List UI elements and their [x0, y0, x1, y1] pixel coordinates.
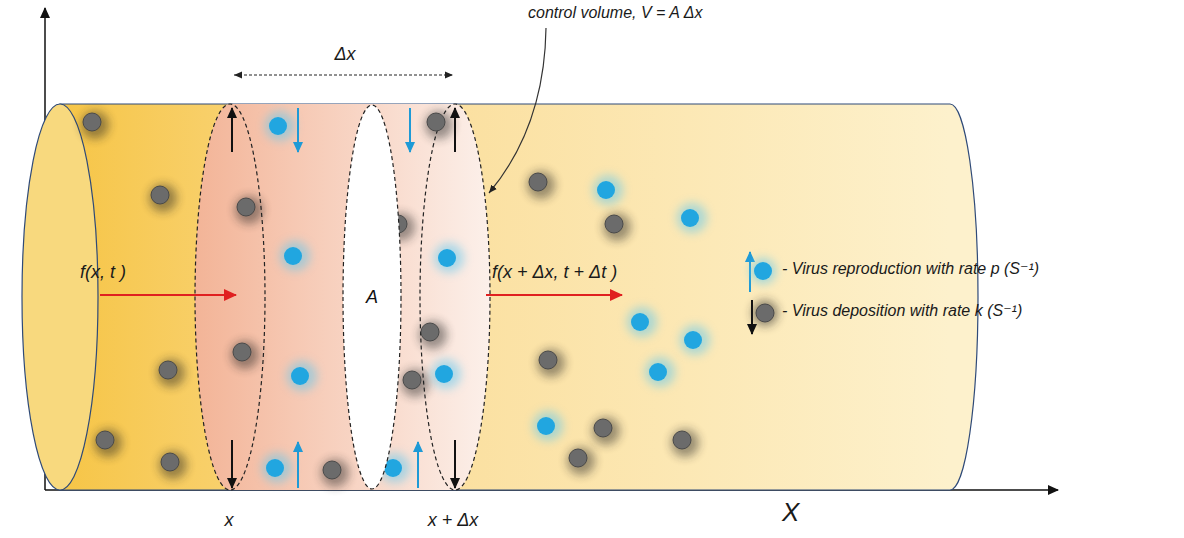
- flux-label: f(x + Δx, t + Δt ): [492, 262, 617, 283]
- legend-text: - Virus reproduction with rate p (S⁻¹): [782, 260, 1039, 277]
- flux-label: f(x, t ): [80, 262, 126, 283]
- area-label: A: [366, 287, 378, 308]
- leader-line: [489, 28, 546, 193]
- axis-title: X: [782, 498, 799, 528]
- axis-tick-label: x + Δx: [428, 510, 479, 531]
- dimension-label: Δx: [334, 44, 355, 65]
- flux-arrow: [486, 294, 622, 296]
- axis-tick-label: x: [225, 510, 234, 531]
- cross-section-ellipse: A: [342, 104, 402, 490]
- control-volume: [195, 104, 490, 490]
- flux-arrow: [100, 294, 236, 296]
- legend-entry: - Virus reproduction with rate p (S⁻¹): [782, 260, 1039, 278]
- tube-end: [22, 104, 98, 490]
- callout-label: control volume, V = A Δx: [528, 4, 703, 22]
- legend-entry: - Virus deposition with rate k (S⁻¹): [782, 302, 1022, 320]
- dimension-line: [234, 75, 453, 76]
- tube-body: [60, 104, 978, 490]
- legend-symbols: [750, 252, 778, 334]
- legend-text: - Virus deposition with rate k (S⁻¹): [782, 302, 1022, 319]
